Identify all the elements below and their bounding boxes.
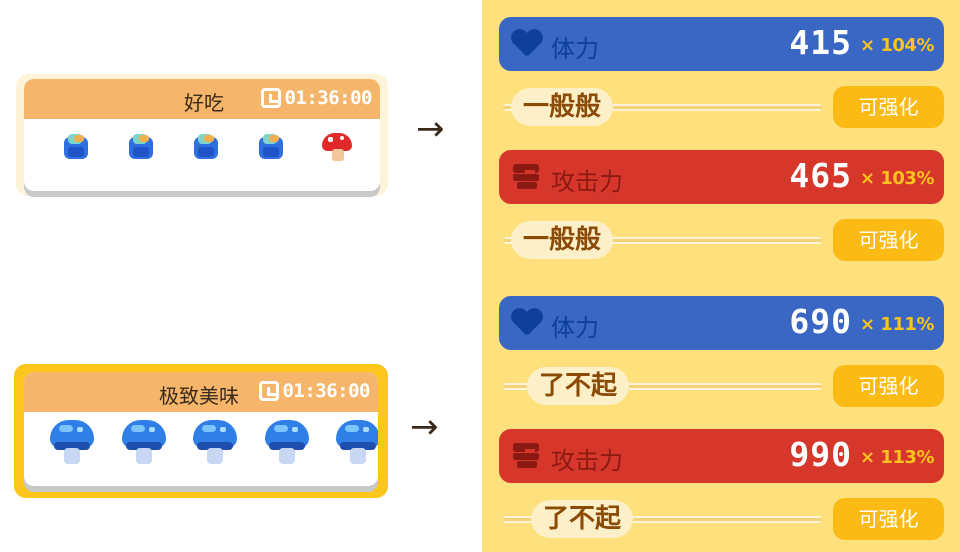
stat-value: 690 — [789, 302, 852, 341]
grade-row: 一般般 可强化 — [503, 219, 944, 261]
heart-icon — [511, 308, 543, 338]
timer-text: 01:36:00 — [282, 380, 370, 402]
grade-bar — [503, 516, 822, 523]
recipe-title: 极致美味 — [159, 384, 239, 408]
stat-name: 攻击力 — [551, 447, 623, 475]
stat-multiplier: × 103% — [860, 168, 934, 189]
stat-stamina: 体力 415 × 104% — [499, 17, 944, 71]
grade-bar — [503, 237, 822, 244]
blue-gem-icon — [255, 131, 287, 163]
ingredient-list — [24, 119, 380, 163]
grade-row: 了不起 可强化 — [503, 498, 944, 540]
blue-mushroom-icon — [49, 418, 94, 468]
grade-row: 一般般 可强化 — [503, 86, 944, 128]
fist-icon — [511, 441, 543, 471]
recipe-card-header: 极致美味 01:36:00 — [24, 372, 378, 412]
stat-value: 990 — [789, 435, 852, 474]
blue-gem-icon — [125, 131, 157, 163]
blue-mushroom-icon — [121, 418, 166, 468]
clock-icon — [261, 88, 282, 108]
fist-icon — [511, 162, 543, 192]
stat-name: 体力 — [551, 35, 599, 63]
stats-panel: 体力 415 × 104% 一般般 可强化 攻击力 465 × 103% 一般般… — [482, 0, 960, 552]
recipe-card-body: 极致美味 01:36:00 — [24, 372, 378, 486]
grade-bar — [503, 383, 822, 390]
stat-name: 体力 — [551, 314, 599, 342]
recipe-card-tasty[interactable]: 好吃 01:36:00 — [16, 74, 388, 196]
heart-icon — [511, 29, 543, 59]
enhance-button[interactable]: 可强化 — [833, 498, 944, 540]
blue-mushroom-icon — [264, 418, 309, 468]
recipe-title: 好吃 — [184, 91, 224, 115]
stat-value: 415 — [789, 23, 852, 62]
enhance-button[interactable]: 可强化 — [833, 365, 944, 407]
grade-label: 一般般 — [511, 88, 614, 126]
blue-mushroom-icon — [335, 418, 378, 468]
recipe-timer: 01:36:00 — [261, 87, 372, 109]
timer-text: 01:36:00 — [284, 87, 372, 109]
stat-name: 攻击力 — [551, 168, 623, 196]
grade-bar — [503, 104, 822, 111]
recipe-card-body: 好吃 01:36:00 — [24, 79, 380, 191]
red-mushroom-icon — [320, 131, 356, 163]
recipe-card-header: 好吃 01:36:00 — [24, 79, 380, 119]
grade-label: 了不起 — [527, 367, 630, 405]
ingredient-list — [24, 412, 378, 468]
recipe-card-delicious[interactable]: 极致美味 01:36:00 — [14, 364, 388, 498]
blue-gem-icon — [60, 131, 92, 163]
stat-value: 465 — [789, 156, 852, 195]
arrow-right-icon: → — [410, 407, 439, 447]
enhance-button[interactable]: 可强化 — [833, 219, 944, 261]
stat-multiplier: × 111% — [860, 314, 934, 335]
stat-multiplier: × 113% — [860, 447, 934, 468]
grade-row: 了不起 可强化 — [503, 365, 944, 407]
stat-attack: 攻击力 465 × 103% — [499, 150, 944, 204]
stat-attack: 攻击力 990 × 113% — [499, 429, 944, 483]
recipe-timer: 01:36:00 — [259, 380, 370, 402]
grade-label: 一般般 — [511, 221, 614, 259]
grade-label: 了不起 — [531, 500, 634, 538]
arrow-right-icon: → — [416, 109, 445, 149]
enhance-button[interactable]: 可强化 — [833, 86, 944, 128]
blue-gem-icon — [190, 131, 222, 163]
stat-multiplier: × 104% — [860, 35, 934, 56]
blue-mushroom-icon — [192, 418, 238, 468]
clock-icon — [259, 381, 280, 401]
stat-stamina: 体力 690 × 111% — [499, 296, 944, 350]
